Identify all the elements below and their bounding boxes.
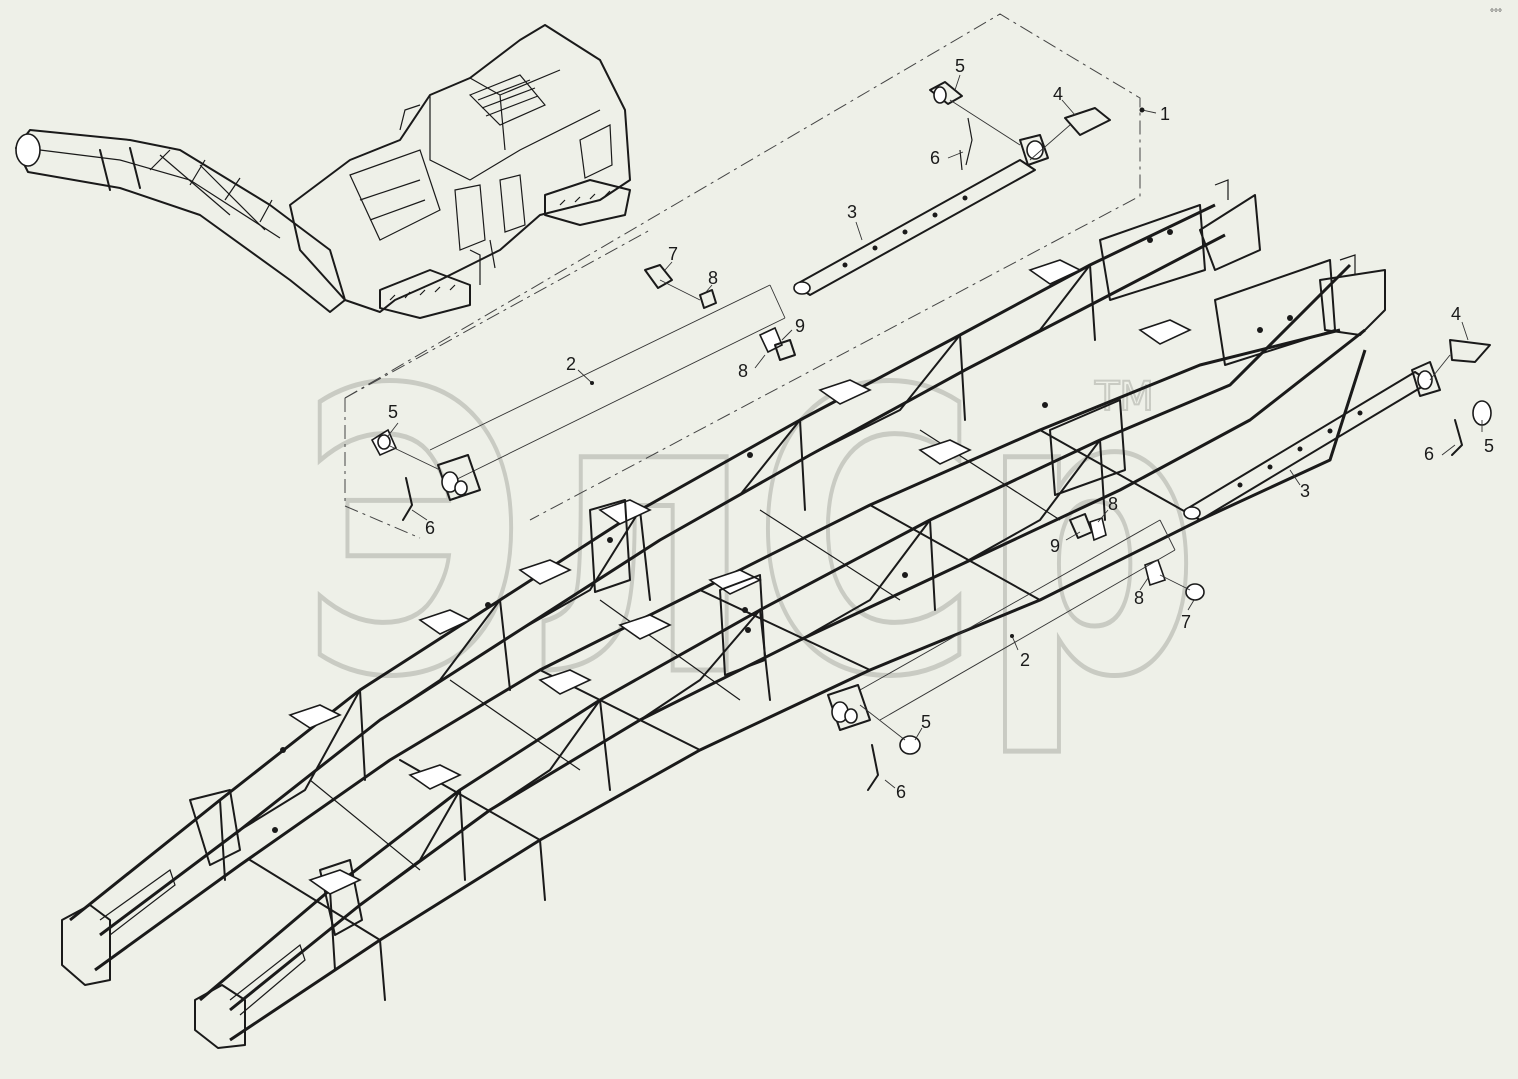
assembly-boundary	[344, 13, 1141, 539]
callout-2-upper: 2	[566, 354, 576, 374]
callout-2-lower: 2	[1020, 650, 1030, 670]
watermark-text: ЭлСр	[300, 308, 1200, 762]
callout-8-middle: 8	[738, 361, 748, 381]
milling-machine	[15, 24, 631, 319]
watermark: ЭлСр TM	[298, 306, 1203, 765]
callout-labels: 1 2 2 3 3 4 4 5 5 5 5 6 6 6 6 7 7 8 8 8 …	[388, 56, 1494, 802]
corner-mark: °°°	[1490, 8, 1502, 19]
callout-5-left: 5	[388, 402, 398, 422]
callout-3-upper: 3	[847, 202, 857, 222]
callout-6-right: 6	[1424, 444, 1434, 464]
callout-9-upper: 9	[795, 316, 805, 336]
callout-6-upper: 6	[930, 148, 940, 168]
right-hardware-set	[827, 339, 1492, 791]
callout-1: 1	[1160, 104, 1170, 124]
callout-9-right: 9	[1050, 536, 1060, 556]
callout-7-right: 7	[1181, 612, 1191, 632]
callout-leaders	[387, 74, 1483, 789]
callout-4-right: 4	[1451, 304, 1461, 324]
callout-5-right: 5	[1484, 436, 1494, 456]
conveyor-frame	[61, 179, 1386, 1049]
callout-5-lower: 5	[921, 712, 931, 732]
callout-8-right: 8	[1108, 494, 1118, 514]
callout-8-lower: 8	[1134, 588, 1144, 608]
left-hardware-set	[370, 81, 1111, 521]
callout-8-upper: 8	[708, 268, 718, 288]
callout-3-right: 3	[1300, 481, 1310, 501]
callout-6-left: 6	[425, 518, 435, 538]
callout-7-upper: 7	[668, 244, 678, 264]
callout-6-lower: 6	[896, 782, 906, 802]
callout-4-upper: 4	[1053, 84, 1063, 104]
callout-5-upper: 5	[955, 56, 965, 76]
